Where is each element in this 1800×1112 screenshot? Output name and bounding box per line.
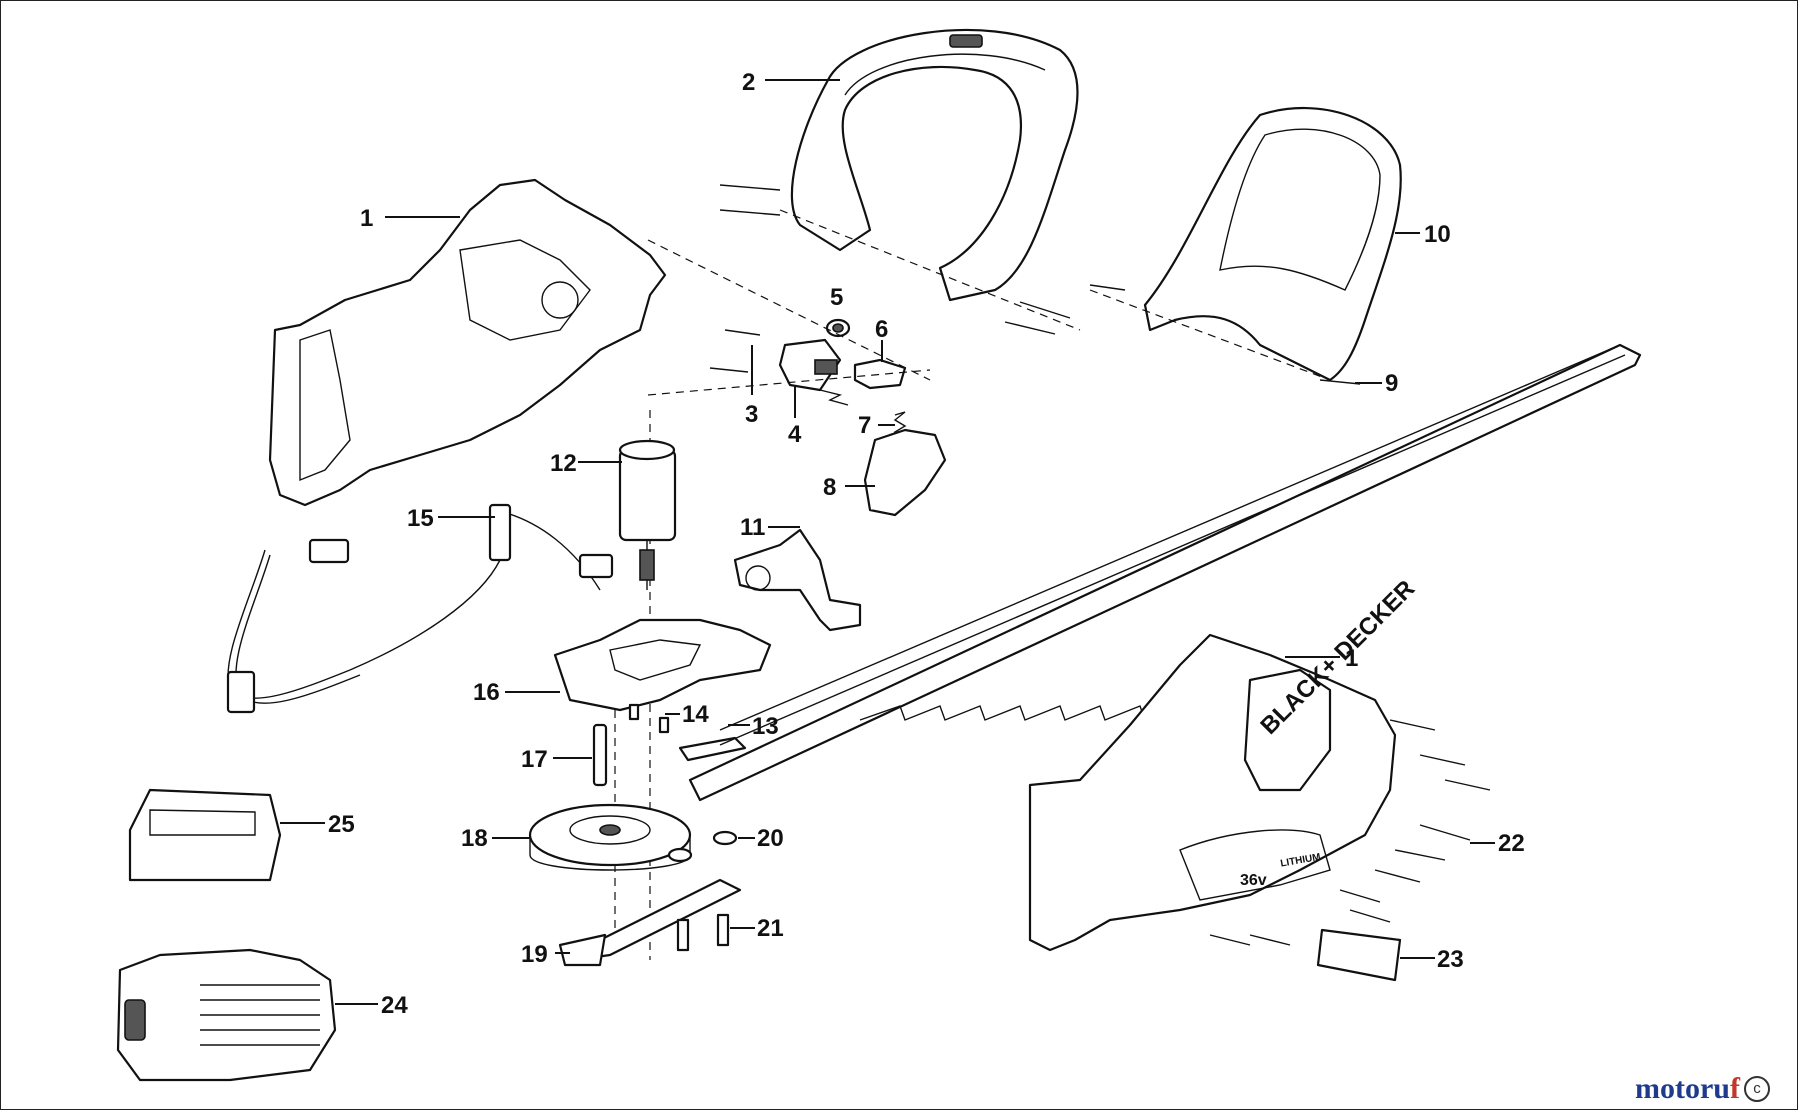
callout-19: 19	[521, 941, 570, 968]
part-17-pin	[592, 723, 608, 787]
callout-11: 11	[740, 514, 800, 541]
part-20-washer	[667, 830, 738, 863]
part-25-charger	[128, 788, 282, 882]
callout-2: 2	[742, 69, 840, 96]
callout-6: 6	[875, 316, 888, 362]
callout-22: 22	[1470, 830, 1525, 857]
callout-10: 10	[1395, 221, 1451, 248]
part-2-front-handle	[790, 28, 1079, 302]
callout-label-14: 14	[682, 701, 709, 728]
callout-label-3: 3	[745, 401, 758, 428]
callout-label-13: 13	[752, 713, 779, 740]
callout-label-22: 22	[1498, 830, 1525, 857]
callout-label-16: 16	[473, 679, 500, 706]
callout-25: 25	[280, 811, 355, 838]
part-18-gear-wheel	[528, 803, 692, 871]
part-6-lock-button	[853, 358, 907, 390]
part-12-motor	[618, 439, 677, 590]
part-16-gear-housing	[553, 618, 772, 712]
callout-14: 14	[665, 701, 709, 728]
callout-label-4: 4	[788, 421, 802, 448]
callout-20: 20	[738, 825, 784, 852]
part-21-screws	[676, 913, 730, 952]
callout-label-6: 6	[875, 316, 888, 343]
callout-label-18: 18	[461, 825, 488, 852]
callout-1-left: 1	[360, 205, 460, 232]
callout-label-7: 7	[858, 412, 871, 439]
callout-label-19: 19	[521, 941, 548, 968]
part-11-bracket	[733, 528, 862, 632]
callout-label-1: 1	[360, 205, 373, 232]
part-24-battery	[116, 948, 337, 1082]
callout-label-21: 21	[757, 915, 784, 942]
part-1-housing-left	[268, 178, 667, 507]
callout-8: 8	[823, 474, 875, 501]
callout-label-11: 11	[740, 514, 765, 541]
callout-23: 23	[1400, 946, 1464, 973]
callout-label-2: 2	[742, 69, 755, 96]
copyright-icon: c	[1744, 1076, 1770, 1102]
callout-label-5: 5	[830, 284, 843, 311]
callout-13: 13	[728, 713, 779, 740]
callout-label-1b: 1	[1345, 645, 1358, 672]
callout-24: 24	[335, 992, 408, 1019]
callout-17: 17	[521, 746, 592, 773]
callout-7: 7	[858, 412, 895, 439]
callout-12: 12	[550, 450, 622, 477]
part-22-screws	[1209, 719, 1491, 946]
callout-label-17: 17	[521, 746, 548, 773]
callout-5: 5	[830, 284, 843, 311]
part-9-screws	[719, 184, 1361, 385]
callout-label-9: 9	[1385, 370, 1398, 397]
callout-18: 18	[461, 825, 530, 852]
part-8-trigger	[863, 428, 947, 517]
part-10-handle-guard	[1143, 106, 1402, 382]
watermark-text-accent: f	[1730, 1072, 1740, 1105]
voltage-label: 36v	[1240, 872, 1267, 889]
callout-16: 16	[473, 679, 560, 706]
callout-label-15: 15	[407, 505, 434, 532]
part-5-nut	[825, 318, 851, 338]
callout-label-24: 24	[381, 992, 408, 1019]
part-13-connecting-bar	[678, 736, 747, 762]
part-14-screws	[628, 703, 670, 734]
watermark-logo: motoruf	[1635, 1072, 1740, 1106]
callout-1-right: 1	[1285, 645, 1358, 672]
part-4-switch-body	[778, 338, 842, 392]
callout-label-20: 20	[757, 825, 784, 852]
callout-4: 4	[788, 385, 802, 448]
callout-21: 21	[730, 915, 784, 942]
callout-label-10: 10	[1424, 221, 1451, 248]
part-3-pins	[709, 329, 761, 373]
watermark-text-main: motoru	[1635, 1072, 1730, 1105]
part-15-wiring-harness	[226, 503, 614, 714]
part-23-label-plate	[1316, 928, 1402, 982]
part-1-assembled-body: BLACK+ DECKER 36v LITHIUM	[1028, 575, 1420, 952]
callout-label-23: 23	[1437, 946, 1464, 973]
callout-label-8: 8	[823, 474, 836, 501]
callout-3: 3	[745, 345, 758, 428]
callout-9: 9	[1355, 370, 1398, 397]
part-19-drive-plate	[558, 878, 742, 967]
callout-15: 15	[407, 505, 495, 532]
callout-label-25: 25	[328, 811, 355, 838]
callout-label-12: 12	[550, 450, 577, 477]
